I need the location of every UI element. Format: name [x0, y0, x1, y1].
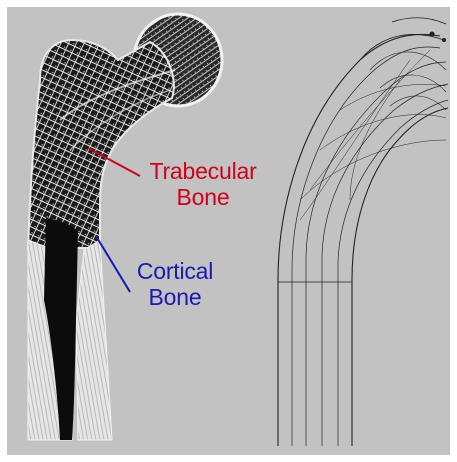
cortical-label-line2: Bone	[120, 284, 230, 310]
cortical-label-line1: Cortical	[120, 258, 230, 284]
femur-xray-icon	[28, 14, 222, 440]
trabecular-bone-label: Trabecular Bone	[138, 158, 268, 210]
trabecular-label-line1: Trabecular	[138, 158, 268, 184]
trabecular-label-line2: Bone	[138, 184, 268, 210]
stress-trajectory-diagram-icon	[278, 18, 448, 446]
cortical-bone-label: Cortical Bone	[120, 258, 230, 310]
